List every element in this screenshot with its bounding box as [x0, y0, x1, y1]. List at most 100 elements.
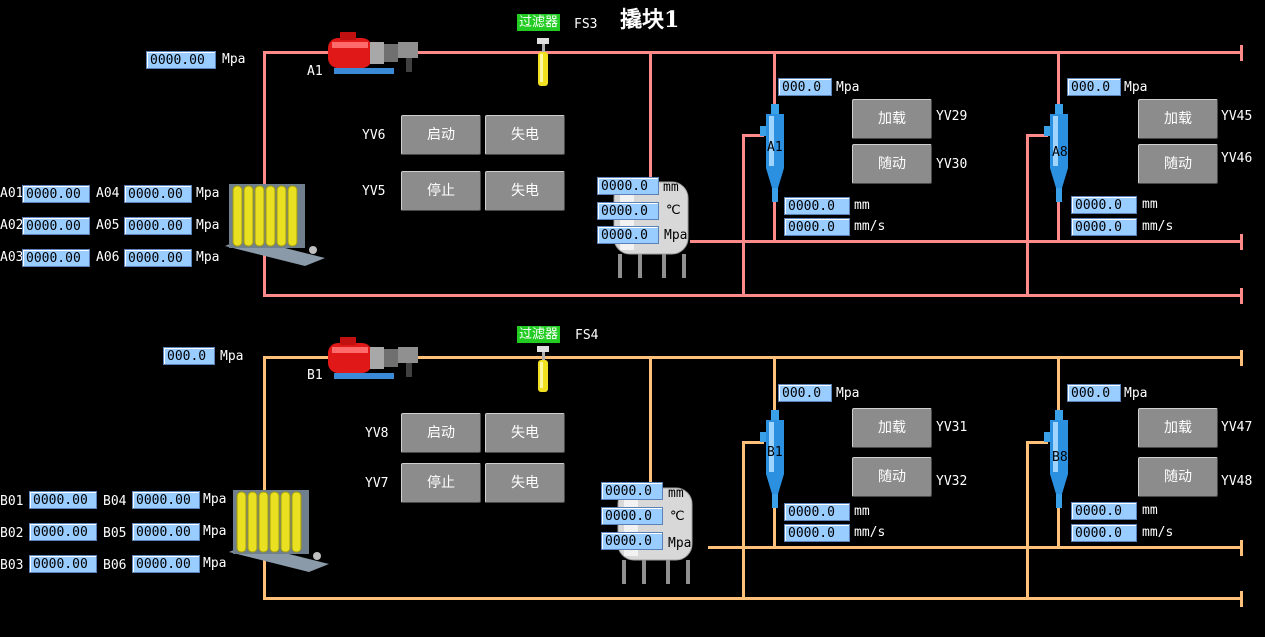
- tank-label-3: A03: [0, 250, 24, 265]
- actuator-a8-pressure-unit: Mpa: [1124, 80, 1148, 95]
- tank-unit-b1: Mpa: [203, 492, 227, 507]
- actuator-b1-pressure-unit: Mpa: [836, 386, 860, 401]
- cylinder-b1-icon: [760, 410, 784, 508]
- tank-label-5: A05: [96, 218, 120, 233]
- valve-label-yv29: YV29: [936, 109, 968, 124]
- actuator-b1-pressure: 000.0: [778, 384, 832, 402]
- gas-cylinder-rack-icon: [225, 184, 325, 266]
- tank-pressure-b1: 0000.00: [29, 491, 97, 509]
- actuator-a1-pressure-unit: Mpa: [836, 80, 860, 95]
- pump-motor-icon[interactable]: [326, 28, 424, 80]
- tank-pressure-4: 0000.00: [124, 185, 192, 203]
- tank-label-b1: B01: [0, 494, 24, 509]
- vessel-temperature-b: 0000.0: [601, 507, 663, 525]
- vessel-temperature-unit-b: ℃: [670, 509, 685, 524]
- vessel-pressure-unit: Mpa: [664, 228, 688, 243]
- valve-label-yv30: YV30: [936, 157, 968, 172]
- actuator-a1-pressure: 000.0: [778, 78, 832, 96]
- tank-label-1: A01: [0, 186, 24, 201]
- filter-tag-b: 过滤器: [517, 326, 561, 343]
- vessel-pressure-unit-b: Mpa: [668, 536, 692, 551]
- tank-unit-1: Mpa: [196, 186, 220, 201]
- main-pressure-display: 0000.00: [146, 51, 216, 69]
- actuator-b8-speed: 0000.0: [1071, 524, 1137, 542]
- power-off-button-yv6[interactable]: 失电: [485, 115, 565, 155]
- start-button[interactable]: 启动: [401, 115, 481, 155]
- actuator-b1-speed: 0000.0: [784, 524, 850, 542]
- main-pressure-unit: Mpa: [222, 52, 246, 67]
- valve-label-yv45: YV45: [1221, 109, 1253, 124]
- actuator-b8-label: B8: [1052, 450, 1068, 465]
- filter-id-b: FS4: [575, 328, 599, 343]
- gas-cylinder-rack-b-icon: [229, 490, 329, 572]
- stop-button[interactable]: 停止: [401, 171, 481, 211]
- pump-label-b: B1: [307, 368, 323, 383]
- vessel-temperature-unit: ℃: [666, 203, 681, 218]
- actuator-b8-speed-unit: mm/s: [1142, 525, 1174, 540]
- pump-label: A1: [307, 64, 323, 79]
- valve-label-yv46: YV46: [1221, 151, 1253, 166]
- tank-pressure-6: 0000.00: [124, 249, 192, 267]
- filter-id: FS3: [574, 17, 598, 32]
- actuator-b1-displacement-unit: mm: [854, 504, 870, 519]
- tank-unit-3: Mpa: [196, 250, 220, 265]
- filter-b-icon[interactable]: [533, 344, 553, 396]
- actuator-a1-speed: 0000.0: [784, 218, 850, 236]
- power-off-button-yv7[interactable]: 失电: [485, 463, 565, 503]
- cylinder-a8-icon: [1044, 104, 1068, 202]
- tank-unit-2: Mpa: [196, 218, 220, 233]
- actuator-b1-speed-unit: mm/s: [854, 525, 886, 540]
- valve-label-yv47: YV47: [1221, 420, 1253, 435]
- tank-pressure-2: 0000.00: [22, 217, 90, 235]
- cylinder-b8-icon: [1044, 410, 1068, 508]
- follow-button-a8[interactable]: 随动: [1138, 144, 1218, 184]
- valve-label-yv8: YV8: [365, 426, 389, 441]
- tank-pressure-1: 0000.00: [22, 185, 90, 203]
- tank-label-b6: B06: [103, 558, 127, 573]
- valve-label-yv31: YV31: [936, 420, 968, 435]
- vessel-level-unit: mm: [663, 180, 679, 195]
- power-off-button-yv8[interactable]: 失电: [485, 413, 565, 453]
- actuator-a8-speed-unit: mm/s: [1142, 219, 1174, 234]
- load-button-b1[interactable]: 加载: [852, 408, 932, 448]
- valve-label-yv48: YV48: [1221, 474, 1253, 489]
- actuator-b8-pressure: 000.0: [1067, 384, 1121, 402]
- vessel-level-unit-b: mm: [668, 486, 684, 501]
- actuator-b1-displacement: 0000.0: [784, 503, 850, 521]
- vessel-level-b: 0000.0: [601, 482, 663, 500]
- tank-label-2: A02: [0, 218, 24, 233]
- actuator-a8-displacement-unit: mm: [1142, 197, 1158, 212]
- start-button-b[interactable]: 启动: [401, 413, 481, 453]
- pump-motor-b-icon[interactable]: [326, 333, 424, 385]
- stop-button-b[interactable]: 停止: [401, 463, 481, 503]
- valve-label-yv32: YV32: [936, 474, 968, 489]
- tank-pressure-5: 0000.00: [124, 217, 192, 235]
- valve-label-yv5: YV5: [362, 184, 386, 199]
- actuator-a1-label: A1: [767, 140, 783, 155]
- tank-pressure-b3: 0000.00: [29, 555, 97, 573]
- tank-label-b2: B02: [0, 526, 24, 541]
- tank-pressure-b2: 0000.00: [29, 523, 97, 541]
- filter-icon[interactable]: [533, 36, 553, 90]
- load-button-a1[interactable]: 加载: [852, 99, 932, 139]
- tank-label-b4: B04: [103, 494, 127, 509]
- tank-pressure-b4: 0000.00: [132, 491, 200, 509]
- load-button-a8[interactable]: 加载: [1138, 99, 1218, 139]
- power-off-button-yv5[interactable]: 失电: [485, 171, 565, 211]
- follow-button-a1[interactable]: 随动: [852, 144, 932, 184]
- main-pressure-unit-b: Mpa: [220, 349, 244, 364]
- actuator-a8-pressure: 000.0: [1067, 78, 1121, 96]
- follow-button-b8[interactable]: 随动: [1138, 457, 1218, 497]
- vessel-level: 0000.0: [597, 177, 659, 195]
- tank-label-b5: B05: [103, 526, 127, 541]
- vessel-pressure: 0000.0: [597, 226, 659, 244]
- actuator-a8-label: A8: [1052, 145, 1068, 160]
- actuator-b8-pressure-unit: Mpa: [1124, 386, 1148, 401]
- vessel-pressure-b: 0000.0: [601, 532, 663, 550]
- filter-tag: 过滤器: [517, 14, 561, 31]
- tank-pressure-3: 0000.00: [22, 249, 90, 267]
- load-button-b8[interactable]: 加载: [1138, 408, 1218, 448]
- tank-label-4: A04: [96, 186, 120, 201]
- follow-button-b1[interactable]: 随动: [852, 457, 932, 497]
